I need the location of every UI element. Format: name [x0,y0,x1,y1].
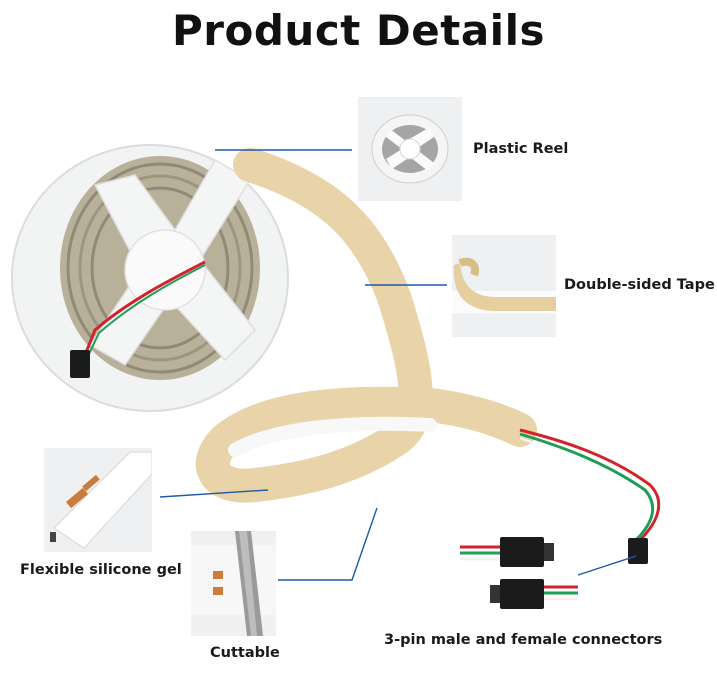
led-strip-ribbon [195,148,661,564]
flexible-silicone-gel-label: Flexible silicone gel [20,562,182,578]
cuttable-label: Cuttable [210,645,280,661]
scissors-cut-icon [191,531,276,636]
silicone-gel-thumbnail [44,448,152,552]
led-strip-reel [11,144,289,412]
double-sided-tape-label: Double-sided Tape [564,277,715,293]
connectors-label: 3-pin male and female connectors [384,632,663,648]
double-sided-tape-thumbnail [452,235,556,337]
leader-lines [159,149,637,581]
connector-icon [460,537,578,609]
silicone-gel-icon [50,451,152,549]
cuttable-thumbnail [191,531,276,636]
plastic-reel-label: Plastic Reel [473,141,569,157]
connectors-thumbnail [460,521,578,627]
plastic-reel-thumbnail [358,97,462,201]
page-title: Product Details [172,6,545,55]
tape-icon [452,257,556,313]
plastic-reel-icon [371,114,449,184]
